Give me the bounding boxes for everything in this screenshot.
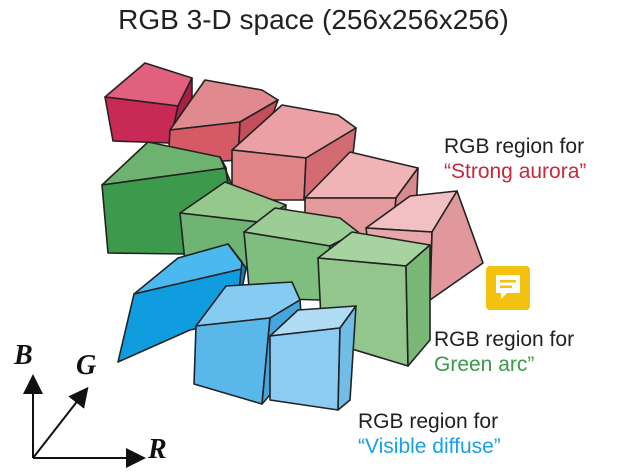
- label-visible-diffuse: RGB region for “Visible diffuse”: [358, 409, 501, 459]
- axis-label-g: G: [76, 350, 97, 381]
- axis-label-b: B: [14, 340, 33, 371]
- blue-box-3: [269, 305, 357, 411]
- blue-box-1: [117, 243, 247, 363]
- axes: [23, 374, 146, 468]
- label-strong-aurora-line1: RGB region for: [444, 135, 585, 158]
- axis-label-r: R: [148, 434, 167, 465]
- g-axis-line: [32, 386, 89, 459]
- comment-icon[interactable]: [485, 265, 531, 311]
- label-green-arc: RGB region for Green arc”: [434, 327, 574, 377]
- label-visible-diffuse-line1: RGB region for: [358, 410, 499, 433]
- strong-aurora-region: [104, 62, 484, 301]
- label-green-arc-line1: RGB region for: [434, 328, 575, 351]
- label-strong-aurora: RGB region for “Strong aurora”: [444, 134, 586, 184]
- label-visible-diffuse-line2: “Visible diffuse”: [358, 435, 501, 458]
- page-title: RGB 3-D space (256x256x256): [118, 4, 509, 35]
- red-box-1: [104, 62, 193, 144]
- visible-diffuse-region: [117, 243, 357, 411]
- label-green-arc-line2: Green arc”: [434, 353, 535, 376]
- label-strong-aurora-line2: “Strong aurora”: [444, 160, 587, 183]
